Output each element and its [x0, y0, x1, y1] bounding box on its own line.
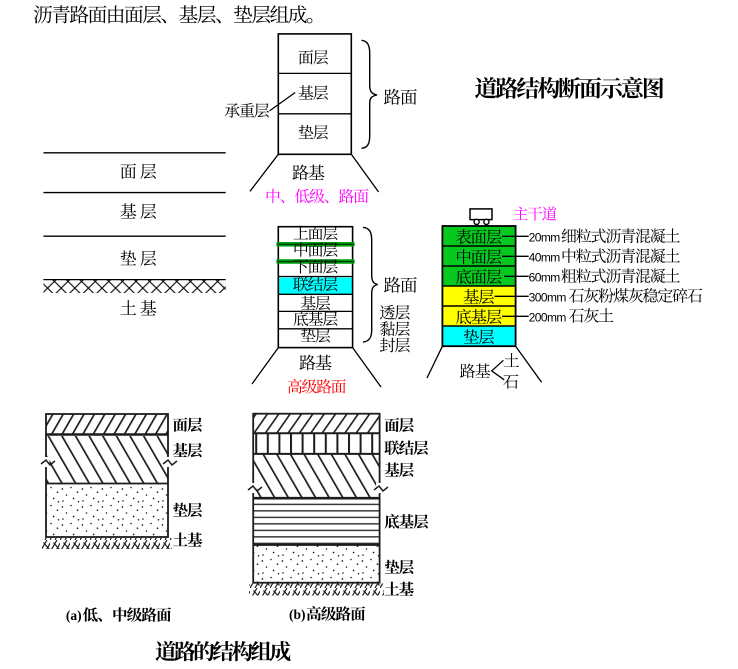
- svg-text:(a): (a): [66, 608, 82, 623]
- svg-text:300mm: 300mm: [529, 291, 567, 305]
- svg-text:(b): (b): [289, 607, 306, 622]
- svg-text:200mm: 200mm: [529, 311, 567, 325]
- svg-text:20mm: 20mm: [529, 231, 561, 245]
- svg-text:40mm: 40mm: [529, 251, 561, 265]
- svg-text:60mm: 60mm: [529, 271, 561, 285]
